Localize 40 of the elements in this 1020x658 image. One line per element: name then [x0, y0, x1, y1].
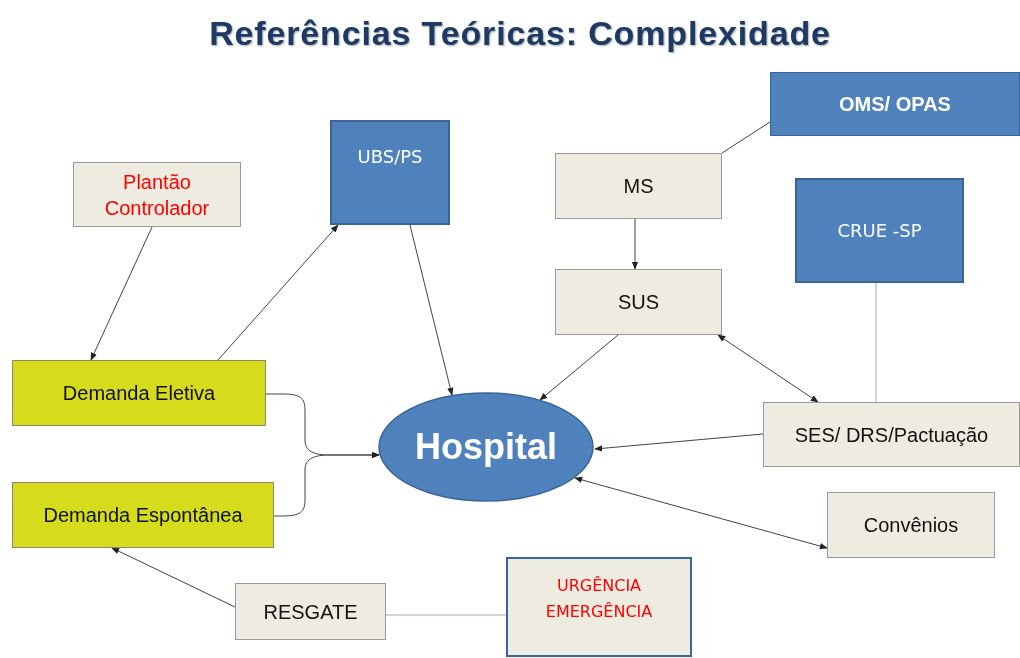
arrow — [217, 224, 339, 361]
node-label: Convênios — [863, 513, 959, 538]
connector-line — [385, 614, 507, 616]
organization-box — [770, 72, 1020, 136]
node-label: Plantão Controlador — [103, 169, 211, 221]
node-label: Demanda Espontânea — [43, 503, 243, 528]
node-label: CRUE -SP — [837, 219, 922, 243]
arrow — [539, 334, 619, 401]
arrow — [409, 224, 454, 396]
connector-line — [875, 282, 877, 403]
node-label: SES/ DRS/Pactuação — [794, 422, 989, 448]
node-label: RESGATE — [263, 599, 358, 625]
process-box — [763, 402, 1020, 467]
arrow — [594, 433, 764, 452]
unit-box — [795, 178, 964, 283]
arrow — [574, 476, 828, 550]
node-label: Hospital — [415, 425, 557, 469]
hospital-ellipse — [378, 392, 594, 502]
arrow — [273, 451, 380, 517]
process-box — [73, 162, 241, 227]
node-label: OMS/ OPAS — [839, 92, 951, 117]
unit-box — [330, 120, 450, 225]
slide-title: Referências Teóricas: Complexidade — [208, 13, 832, 54]
arrow — [111, 547, 236, 608]
arrow — [631, 218, 639, 270]
process-box — [555, 269, 722, 335]
node-label: MS — [623, 174, 654, 199]
process-box — [506, 557, 692, 657]
node-label: URGÊNCIA EMERGÊNCIA — [544, 575, 654, 623]
node-label: SUS — [617, 290, 660, 315]
node-label: Demanda Eletiva — [62, 381, 216, 406]
process-box — [827, 492, 995, 558]
process-box — [235, 583, 386, 640]
connector-line — [721, 121, 771, 154]
demand-box — [12, 482, 274, 548]
arrow — [90, 226, 153, 361]
node-label: UBS/PS — [357, 145, 423, 169]
demand-box — [12, 360, 266, 426]
process-box — [555, 153, 722, 219]
arrow — [717, 334, 819, 403]
